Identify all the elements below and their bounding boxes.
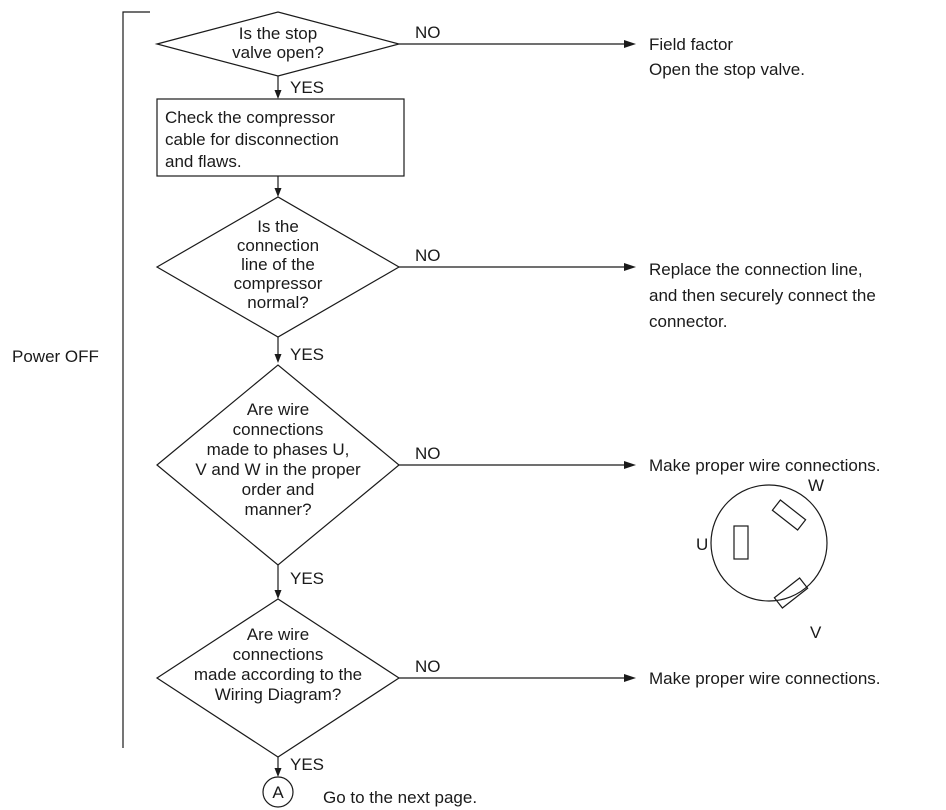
power-off-label: Power OFF: [12, 347, 99, 366]
yes-label-4: YES: [290, 755, 324, 774]
power-off-bracket: [122, 11, 150, 748]
no-label-1: NO: [415, 23, 441, 42]
decision-phase-connections-line-5: order and: [242, 480, 315, 499]
terminal-w-label: W: [808, 476, 824, 495]
result-1-line-2: Open the stop valve.: [649, 60, 805, 79]
terminal-u-label: U: [696, 535, 708, 554]
decision-connection-line-line-3: line of the: [241, 255, 315, 274]
decision-stop-valve-line-2: valve open?: [232, 43, 324, 62]
decision-phase-connections-line-2: connections: [233, 420, 324, 439]
decision-phase-connections-line-1: Are wire: [247, 400, 309, 419]
decision-phase-connections-line-4: V and W in the proper: [195, 460, 361, 479]
terminal-w: [771, 499, 807, 531]
terminal-v-label: V: [810, 623, 822, 642]
decision-wiring-diagram-line-3: made according to the: [194, 665, 362, 684]
process-check-cable-line-1: Check the compressor: [165, 108, 335, 127]
no-arrowhead-3: [624, 461, 636, 469]
no-label-4: NO: [415, 657, 441, 676]
terminal-v: [773, 577, 809, 609]
decision-connection-line-line-5: normal?: [247, 293, 308, 312]
result-1-line-1: Field factor: [649, 35, 733, 54]
connector-circle: [710, 484, 828, 602]
no-arrowhead-2: [624, 263, 636, 271]
no-label-3: NO: [415, 444, 441, 463]
process-check-cable-line-3: and flaws.: [165, 152, 242, 171]
decision-phase-connections-line-6: manner?: [244, 500, 311, 519]
decision-connection-line-line-1: Is the: [257, 217, 299, 236]
result-2-line-3: connector.: [649, 312, 727, 331]
result-2-line-2: and then securely connect the: [649, 286, 876, 305]
decision-connection-line-line-2: connection: [237, 236, 319, 255]
decision-connection-line-line-4: compressor: [234, 274, 323, 293]
connector-a-label: A: [272, 783, 284, 802]
decision-phase-connections-line-3: made to phases U,: [207, 440, 350, 459]
no-arrowhead-1: [624, 40, 636, 48]
process-check-cable: [156, 98, 405, 177]
terminal-u: [733, 525, 749, 560]
yes-arrowhead-2: [274, 354, 282, 363]
result-3-line-1: Make proper wire connections.: [649, 456, 881, 475]
no-label-2: NO: [415, 246, 441, 265]
decision-wiring-diagram-line-2: connections: [233, 645, 324, 664]
yes-arrowhead-1: [274, 90, 282, 99]
yes-arrowhead-3: [274, 590, 282, 599]
next-page-text: Go to the next page.: [323, 788, 477, 807]
yes-arrowhead-4: [274, 768, 282, 777]
result-4-line-1: Make proper wire connections.: [649, 669, 881, 688]
process-check-cable-line-2: cable for disconnection: [165, 130, 339, 149]
yes-label-3: YES: [290, 569, 324, 588]
no-arrowhead-4: [624, 674, 636, 682]
decision-stop-valve-line-1: Is the stop: [239, 24, 317, 43]
arrowhead-process-to-decision-2: [274, 188, 282, 197]
yes-label-1: YES: [290, 78, 324, 97]
connector-a: [262, 776, 294, 808]
result-2-line-1: Replace the connection line,: [649, 260, 863, 279]
yes-label-2: YES: [290, 345, 324, 364]
decision-wiring-diagram-line-4: Wiring Diagram?: [215, 685, 342, 704]
compressor-connector-figure: U W V: [696, 476, 828, 642]
decision-wiring-diagram-line-1: Are wire: [247, 625, 309, 644]
